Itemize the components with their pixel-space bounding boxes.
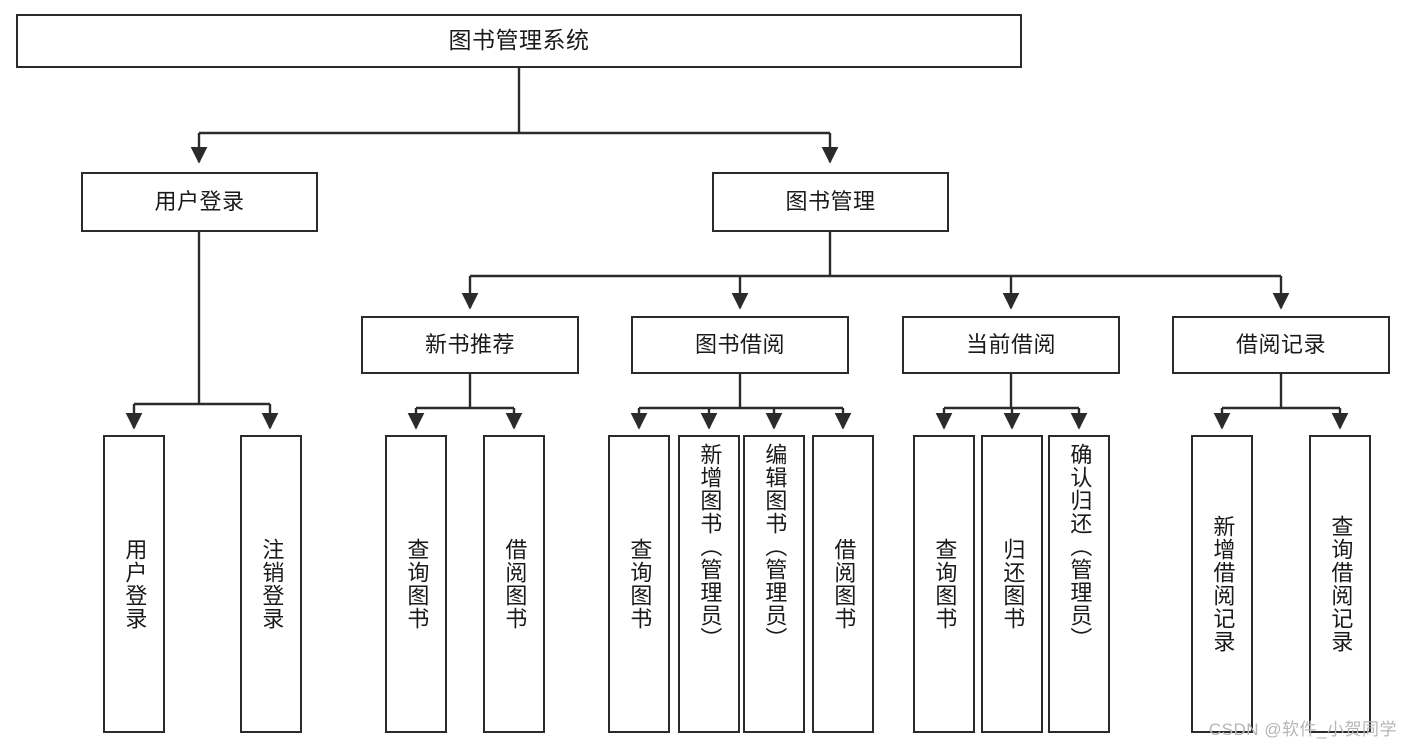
- node-leaf-query-record[interactable]: 查询借阅记录: [1309, 435, 1371, 733]
- node-borrow-record-label: 借阅记录: [1235, 332, 1326, 358]
- node-leaf-query-book-1-label: 查询图书: [404, 538, 430, 630]
- node-leaf-query-book-3[interactable]: 查询图书: [913, 435, 975, 733]
- node-leaf-add-record-label: 新增借阅记录: [1210, 515, 1236, 653]
- node-leaf-query-book-3-label: 查询图书: [932, 538, 958, 630]
- node-leaf-confirm-return[interactable]: 确认归还（管理员）: [1048, 435, 1110, 733]
- node-book-borrow-label: 图书借阅: [694, 332, 785, 358]
- csdn-watermark: CSDN @软件_小贺同学: [1208, 720, 1397, 739]
- node-leaf-borrow-book-2[interactable]: 借阅图书: [812, 435, 874, 733]
- node-leaf-query-record-label: 查询借阅记录: [1328, 515, 1354, 653]
- node-leaf-add-record[interactable]: 新增借阅记录: [1191, 435, 1253, 733]
- node-leaf-logout-label: 注销登录: [259, 538, 285, 630]
- node-leaf-add-book-label: 新增图书（管理员）: [697, 443, 723, 650]
- node-leaf-query-book-2[interactable]: 查询图书: [608, 435, 670, 733]
- node-leaf-logout[interactable]: 注销登录: [240, 435, 302, 733]
- node-new-book-recommend[interactable]: 新书推荐: [361, 316, 579, 374]
- node-leaf-query-book-2-label: 查询图书: [627, 538, 653, 630]
- node-current-borrow[interactable]: 当前借阅: [902, 316, 1120, 374]
- node-user-login[interactable]: 用户登录: [81, 172, 318, 232]
- node-leaf-edit-book-label: 编辑图书（管理员）: [762, 443, 788, 650]
- node-leaf-query-book-1[interactable]: 查询图书: [385, 435, 447, 733]
- node-leaf-borrow-book-1-label: 借阅图书: [502, 538, 528, 630]
- node-book-manage[interactable]: 图书管理: [712, 172, 949, 232]
- node-leaf-return-book[interactable]: 归还图书: [981, 435, 1043, 733]
- node-leaf-confirm-return-label: 确认归还（管理员）: [1067, 443, 1093, 650]
- node-leaf-user-login[interactable]: 用户登录: [103, 435, 165, 733]
- node-book-borrow[interactable]: 图书借阅: [631, 316, 849, 374]
- node-leaf-borrow-book-2-label: 借阅图书: [831, 538, 857, 630]
- node-leaf-borrow-book-1[interactable]: 借阅图书: [483, 435, 545, 733]
- node-leaf-add-book[interactable]: 新增图书（管理员）: [678, 435, 740, 733]
- node-current-borrow-label: 当前借阅: [965, 332, 1056, 358]
- node-leaf-user-login-label: 用户登录: [122, 538, 148, 630]
- node-leaf-edit-book[interactable]: 编辑图书（管理员）: [743, 435, 805, 733]
- node-user-login-label: 用户登录: [154, 189, 245, 215]
- node-new-book-recommend-label: 新书推荐: [424, 332, 515, 358]
- node-borrow-record[interactable]: 借阅记录: [1172, 316, 1390, 374]
- node-root-system[interactable]: 图书管理系统: [16, 14, 1022, 68]
- node-leaf-return-book-label: 归还图书: [1000, 538, 1026, 630]
- node-book-manage-label: 图书管理: [785, 189, 876, 215]
- node-root-system-label: 图书管理系统: [448, 27, 590, 54]
